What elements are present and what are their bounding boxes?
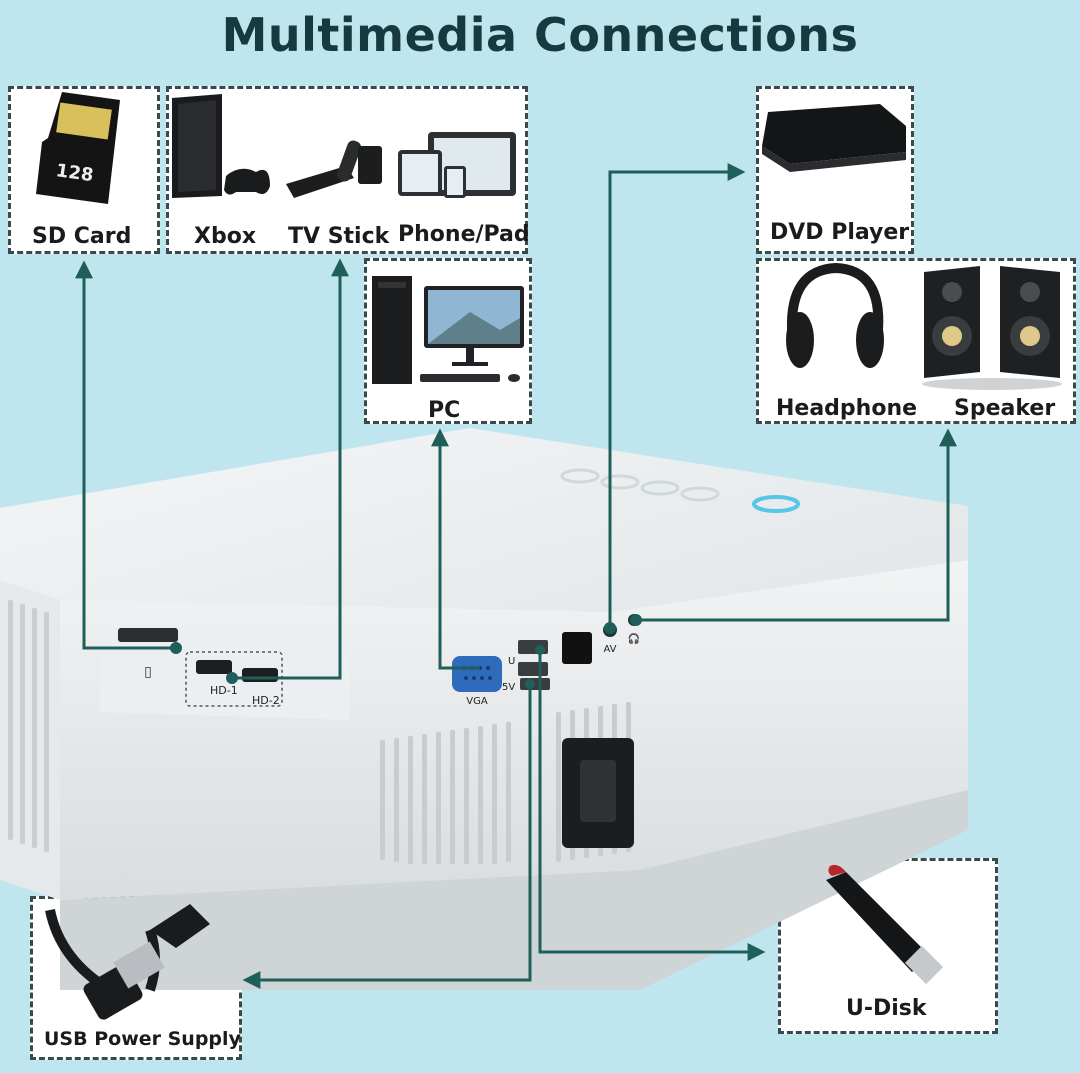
connector-lines [75,163,957,989]
dvd-player-image [762,104,906,172]
tv-stick-label: TV Stick [288,224,390,249]
xbox-image [172,94,270,198]
connector-dots [170,614,642,689]
svg-text:▯: ▯ [144,664,152,680]
usb-disk-connector [538,650,766,961]
dvd-player-label: DVD Player [770,220,910,245]
hd1-port-label: HD-1 [210,684,238,697]
vga-connector [431,428,480,670]
u-disk-image [826,864,944,985]
headphone-image [786,262,884,368]
av-connector [608,163,746,624]
projector: ▯ HD-1 HD-2 VGA U 5V AV 🎧 [0,428,968,990]
sd-card-image: 128 [36,92,120,204]
diagram-title: Multimedia Connections [221,8,859,62]
speaker-label: Speaker [954,396,1056,421]
phone-pad-label: Phone/Pad [398,222,530,247]
sd-card-label: SD Card [32,224,132,249]
u-disk-label: U-Disk [846,996,927,1021]
headphone-label: Headphone [776,396,918,421]
svg-text:🎧: 🎧 [628,632,640,645]
sd-card-connector [75,260,176,650]
phone-pad-image [398,132,516,198]
vga-port-label: VGA [466,696,488,707]
usb-port-label: U [508,656,515,667]
sd-card-capacity: 128 [55,160,95,186]
pc-image [372,276,524,384]
tv-stick-image [286,140,382,198]
speaker-image [922,266,1062,390]
av-port-label: AV [603,644,616,655]
pc-label: PC [428,398,461,423]
hdmi-connector [232,258,349,680]
power5v-port-label: 5V [502,682,515,693]
power-connector [242,684,532,989]
audio-connector [640,428,957,622]
xbox-label: Xbox [194,224,257,249]
usb-power-supply-label: USB Power Supply [44,1028,241,1050]
usb-cable-image [45,904,210,1020]
hd2-port-label: HD-2 [252,694,280,707]
